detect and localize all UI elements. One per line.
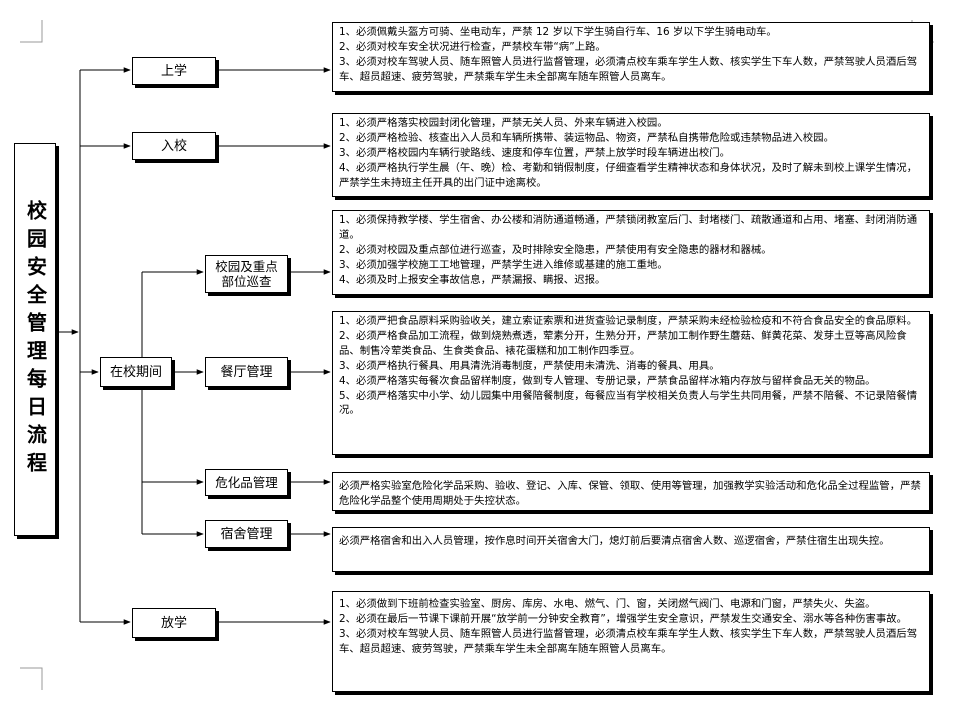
substage-weihuapin-label: 危化品管理 — [215, 475, 278, 490]
detail-xunshi-line: 2、必须对校园及重点部位进行巡查，及时排除安全隐患，严禁使用有安全隐患的器材和器… — [339, 243, 772, 256]
detail-canting-line: 1、必须严把食品原料采购验收关，建立索证索票和进货查验记录制度，严禁采购未经检验… — [339, 315, 918, 327]
detail-shangxue-line: 3、必须对校车驾驶人员、随车照管人员进行监督管理，必须清点校车乘车学生人数、核实… — [339, 55, 918, 83]
detail-canting: 1、必须严把食品原料采购验收关，建立索证索票和进货查验记录制度，严禁采购未经检验… — [332, 311, 930, 455]
detail-ruxiao: 1、必须严格落实校园封闭化管理，严禁无关人员、外来车辆进入校园。 2、必须严格检… — [332, 113, 930, 197]
stage-zaixiao-label: 在校期间 — [109, 364, 162, 380]
detail-ruxiao-line: 3、必须严格校园内车辆行驶路线、速度和停车位置，严禁上放学时段车辆进出校门。 — [339, 146, 731, 159]
stage-zaixiao: 在校期间 — [100, 357, 172, 387]
substage-weihuapin: 危化品管理 — [205, 469, 288, 496]
detail-canting-line: 5、必须严格落实中小学、幼儿园集中用餐陪餐制度，每餐应当有学校相关负责人与学生共… — [339, 389, 918, 417]
stage-shangxue-label: 上学 — [160, 63, 187, 79]
detail-xunshi-line: 4、必须及时上报安全事故信息，严禁漏报、瞒报、迟报。 — [339, 273, 606, 286]
stage-fangxue-label: 放学 — [160, 615, 187, 631]
substage-xunshi-label: 校园及重点 部位巡查 — [215, 259, 278, 289]
substage-canting-label: 餐厅管理 — [220, 364, 273, 380]
detail-shangxue-line: 2、必须对校车安全状况进行检查，严禁校车带“病”上路。 — [339, 40, 606, 53]
detail-ruxiao-line: 2、必须严格检验、核查出入人员和车辆所携带、装运物品、物资，严禁私自携带危险或违… — [339, 131, 834, 144]
flow-title-text: 校园安全管理每日流程 — [23, 199, 48, 480]
detail-canting-line: 4、必须严格落实每餐次食品留样制度，做到专人管理、专册记录，严禁食品留样冰箱内存… — [339, 374, 876, 387]
detail-xunshi-line: 3、必须加强学校施工工地管理，严禁学生进入维修或基建的施工重地。 — [339, 258, 668, 271]
detail-canting-line: 3、必须严格执行餐具、用具清洗消毒制度，严禁使用未清洗、消毒的餐具、用具。 — [339, 359, 720, 372]
detail-sushe-line: 必须严格宿舍和出入人员管理，按作息时间开关宿舍大门，熄灯前后要清点宿舍人数、巡逻… — [339, 535, 890, 547]
detail-fangxue: 1、必须做到下班前检查实验室、厨房、库房、水电、燃气、门、窗，关闭燃气阀门、电源… — [332, 591, 930, 692]
detail-shangxue: 1、必须佩戴头盔方可骑、坐电动车，严禁 12 岁以下学生骑自行车、16 岁以下学… — [332, 22, 930, 92]
detail-canting-line: 2、必须严格食品加工流程，做到烧熟煮透，荤素分开，生熟分开，严禁加工制作野生蘑菇… — [339, 329, 907, 357]
substage-canting: 餐厅管理 — [205, 357, 288, 387]
detail-ruxiao-line: 4、必须严格执行学生晨（午、晚）检、考勤和销假制度，仔细查看学生精神状态和身体状… — [339, 161, 918, 189]
stage-fangxue: 放学 — [132, 608, 216, 638]
detail-fangxue-line: 3、必须对校车驾驶人员、随车照管人员进行监督管理，必须清点校车乘车学生人数、核实… — [339, 627, 918, 655]
detail-fangxue-line: 1、必须做到下班前检查实验室、厨房、库房、水电、燃气、门、窗，关闭燃气阀门、电源… — [339, 598, 876, 610]
detail-shangxue-line: 1、必须佩戴头盔方可骑、坐电动车，严禁 12 岁以下学生骑自行车、16 岁以下学… — [339, 26, 777, 38]
detail-sushe: 必须严格宿舍和出入人员管理，按作息时间开关宿舍大门，熄灯前后要清点宿舍人数、巡逻… — [332, 527, 930, 572]
stage-shangxue: 上学 — [132, 57, 216, 85]
detail-weihuapin-line: 必须严格实验室危险化学品采购、验收、登记、入库、保管、领取、使用等管理，加强教学… — [339, 480, 921, 507]
flow-title: 校园安全管理每日流程 — [14, 143, 56, 536]
substage-sushe: 宿舍管理 — [205, 520, 288, 548]
stage-ruxiao: 入校 — [132, 132, 216, 160]
detail-weihuapin: 必须严格实验室危险化学品采购、验收、登记、入库、保管、领取、使用等管理，加强教学… — [332, 472, 930, 511]
substage-xunshi: 校园及重点 部位巡查 — [205, 255, 288, 293]
detail-fangxue-line: 2、必须在最后一节课下课前开展“放学前一分钟安全教育”，增强学生安全意识，严禁发… — [339, 612, 908, 625]
detail-ruxiao-line: 1、必须严格落实校园封闭化管理，严禁无关人员、外来车辆进入校园。 — [339, 117, 668, 129]
detail-xunshi: 1、必须保持教学楼、学生宿舍、办公楼和消防通道畅通，严禁锁闭教室后门、封堵楼门、… — [332, 210, 930, 295]
stage-ruxiao-label: 入校 — [160, 138, 187, 154]
substage-sushe-label: 宿舍管理 — [220, 526, 273, 542]
detail-xunshi-line: 1、必须保持教学楼、学生宿舍、办公楼和消防通道畅通，严禁锁闭教室后门、封堵楼门、… — [339, 214, 918, 241]
